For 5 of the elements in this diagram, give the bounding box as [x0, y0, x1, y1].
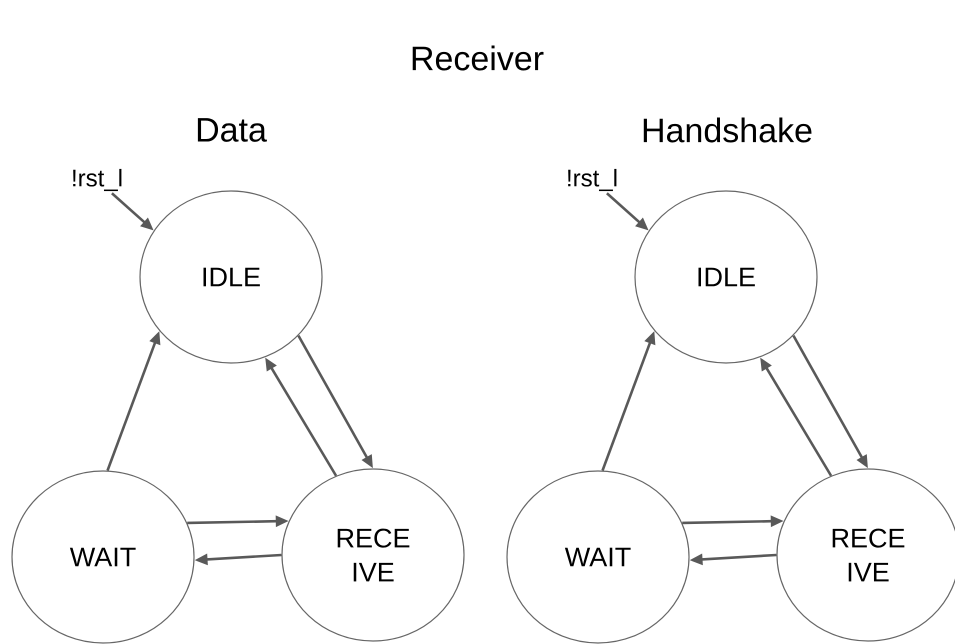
diagram-heading: Data — [198, 118, 267, 142]
reset-label: !rst_l — [568, 168, 616, 192]
diagram-heading: Handshake — [644, 118, 812, 142]
reset-label: !rst_l — [73, 168, 122, 192]
diagram-title: Receiver — [412, 46, 544, 70]
